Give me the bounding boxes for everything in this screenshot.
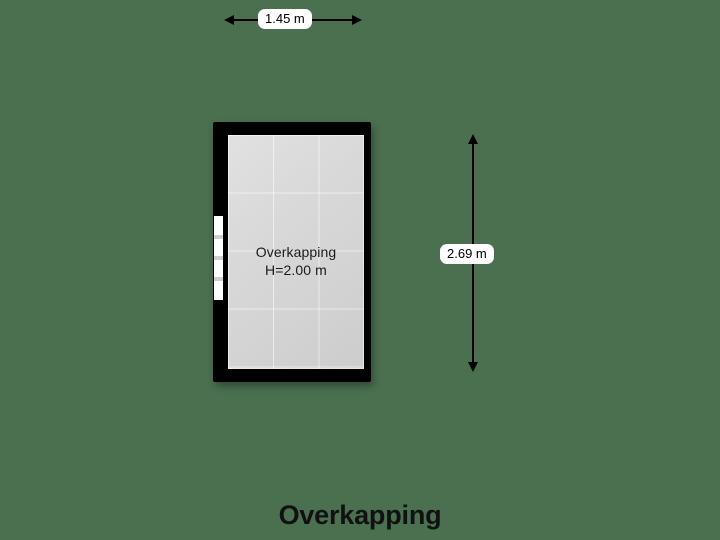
arrow-up-icon bbox=[468, 134, 478, 144]
arrow-left-icon bbox=[224, 15, 234, 25]
arrow-right-icon bbox=[352, 15, 362, 25]
floor-sheen-overlay bbox=[228, 135, 364, 369]
arrow-down-icon bbox=[468, 362, 478, 372]
dimension-horizontal-label: 1.45 m bbox=[258, 9, 312, 29]
page-title: Overkapping bbox=[278, 500, 442, 530]
floor-inner-edge bbox=[228, 135, 364, 369]
door-panel-joint bbox=[214, 256, 223, 260]
door-panel-joint bbox=[214, 277, 223, 281]
door-panel-joint bbox=[214, 235, 223, 239]
floor-tile-grid bbox=[228, 135, 364, 369]
dimension-vertical-label: 2.69 m bbox=[440, 244, 494, 264]
sliding-door-icon bbox=[214, 216, 223, 300]
room-floor bbox=[228, 135, 364, 369]
